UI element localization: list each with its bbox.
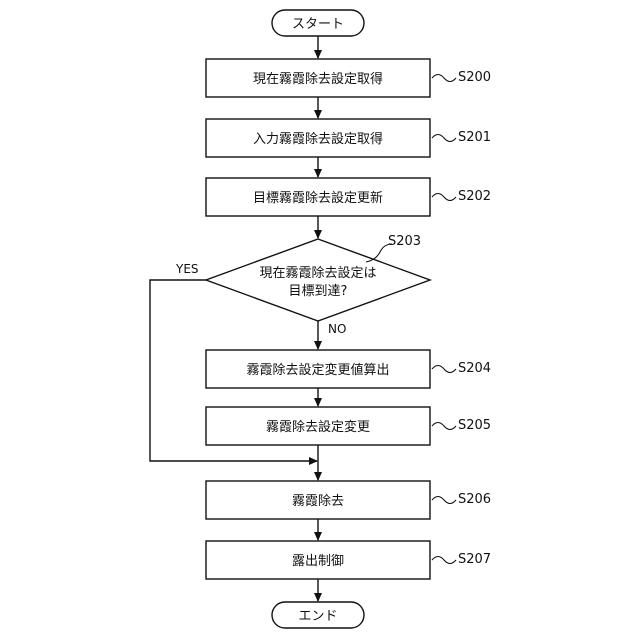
step-text-s205: 霧霞除去設定変更	[266, 419, 370, 435]
end-label: エンド	[298, 609, 337, 624]
leader-s201	[432, 135, 456, 142]
yes-label: YES	[175, 262, 199, 276]
start-label: スタート	[292, 17, 344, 32]
step-id-s202: S202	[458, 189, 491, 204]
leader-s204	[432, 366, 456, 373]
step-text-s201: 入力霧霞除去設定取得	[253, 131, 383, 147]
step-id-s205: S205	[458, 418, 491, 433]
step-id-s204: S204	[458, 361, 491, 376]
leader-s200	[432, 75, 456, 82]
step-id-s206: S206	[458, 492, 491, 507]
step-text-s202: 目標霧霞除去設定更新	[253, 190, 383, 206]
step-id-s200: S200	[458, 70, 491, 85]
decision-line1: 現在霧霞除去設定は	[259, 265, 376, 281]
step-text-s206: 霧霞除去	[292, 494, 344, 509]
leader-s205	[432, 423, 456, 430]
step-id-s207: S207	[458, 552, 491, 567]
step-id-s201: S201	[458, 130, 491, 145]
step-text-s204: 霧霞除去設定変更値算出	[246, 362, 389, 378]
step-id-s203: S203	[388, 234, 421, 249]
leader-s202	[432, 194, 456, 201]
step-text-s200: 現在霧霞除去設定取得	[253, 71, 383, 87]
leader-s206	[432, 497, 456, 504]
no-label: NO	[328, 322, 346, 336]
step-text-s207: 露出制御	[292, 554, 344, 569]
leader-s207	[432, 557, 456, 564]
decision-line2: 目標到達?	[289, 284, 348, 299]
